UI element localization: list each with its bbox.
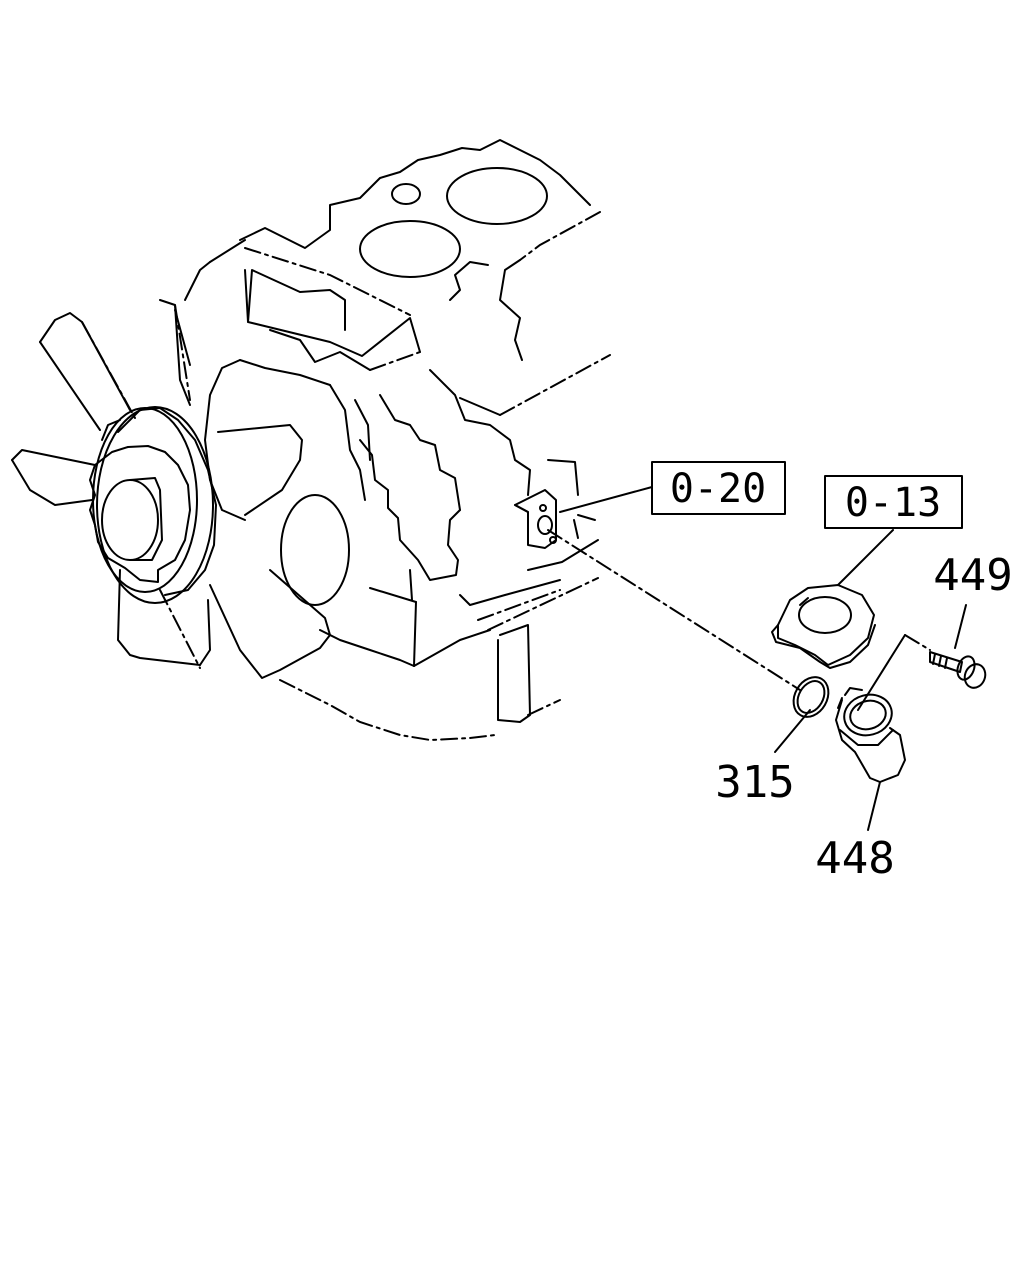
leader-448 — [867, 781, 881, 831]
reference-box-frame-0-13 — [824, 475, 963, 529]
reference-box-0-13[interactable]: 0-13 — [824, 475, 963, 529]
oring-alignment-line — [547, 529, 801, 691]
part-number-449: 449 — [933, 550, 1012, 601]
bolt — [929, 651, 987, 689]
radiator-cap — [771, 584, 876, 669]
reference-box-0-20[interactable]: 0-20 — [651, 461, 786, 515]
bolt-alignment-line — [904, 634, 931, 651]
cooling-fan — [11, 299, 350, 679]
leader-449 — [954, 604, 967, 649]
water-outlet-pipe — [835, 687, 906, 783]
o-ring — [792, 676, 830, 718]
leader-lines — [547, 486, 967, 831]
leader-0-20 — [559, 486, 653, 513]
reference-label-0-13: 0-13 — [845, 480, 941, 526]
part-number-315: 315 — [715, 757, 794, 808]
reference-box-frame-0-20 — [651, 461, 786, 515]
leader-0-13 — [837, 529, 894, 586]
reference-label-0-20: 0-20 — [670, 466, 766, 512]
part-number-448: 448 — [815, 833, 894, 884]
engine-block — [174, 139, 611, 742]
